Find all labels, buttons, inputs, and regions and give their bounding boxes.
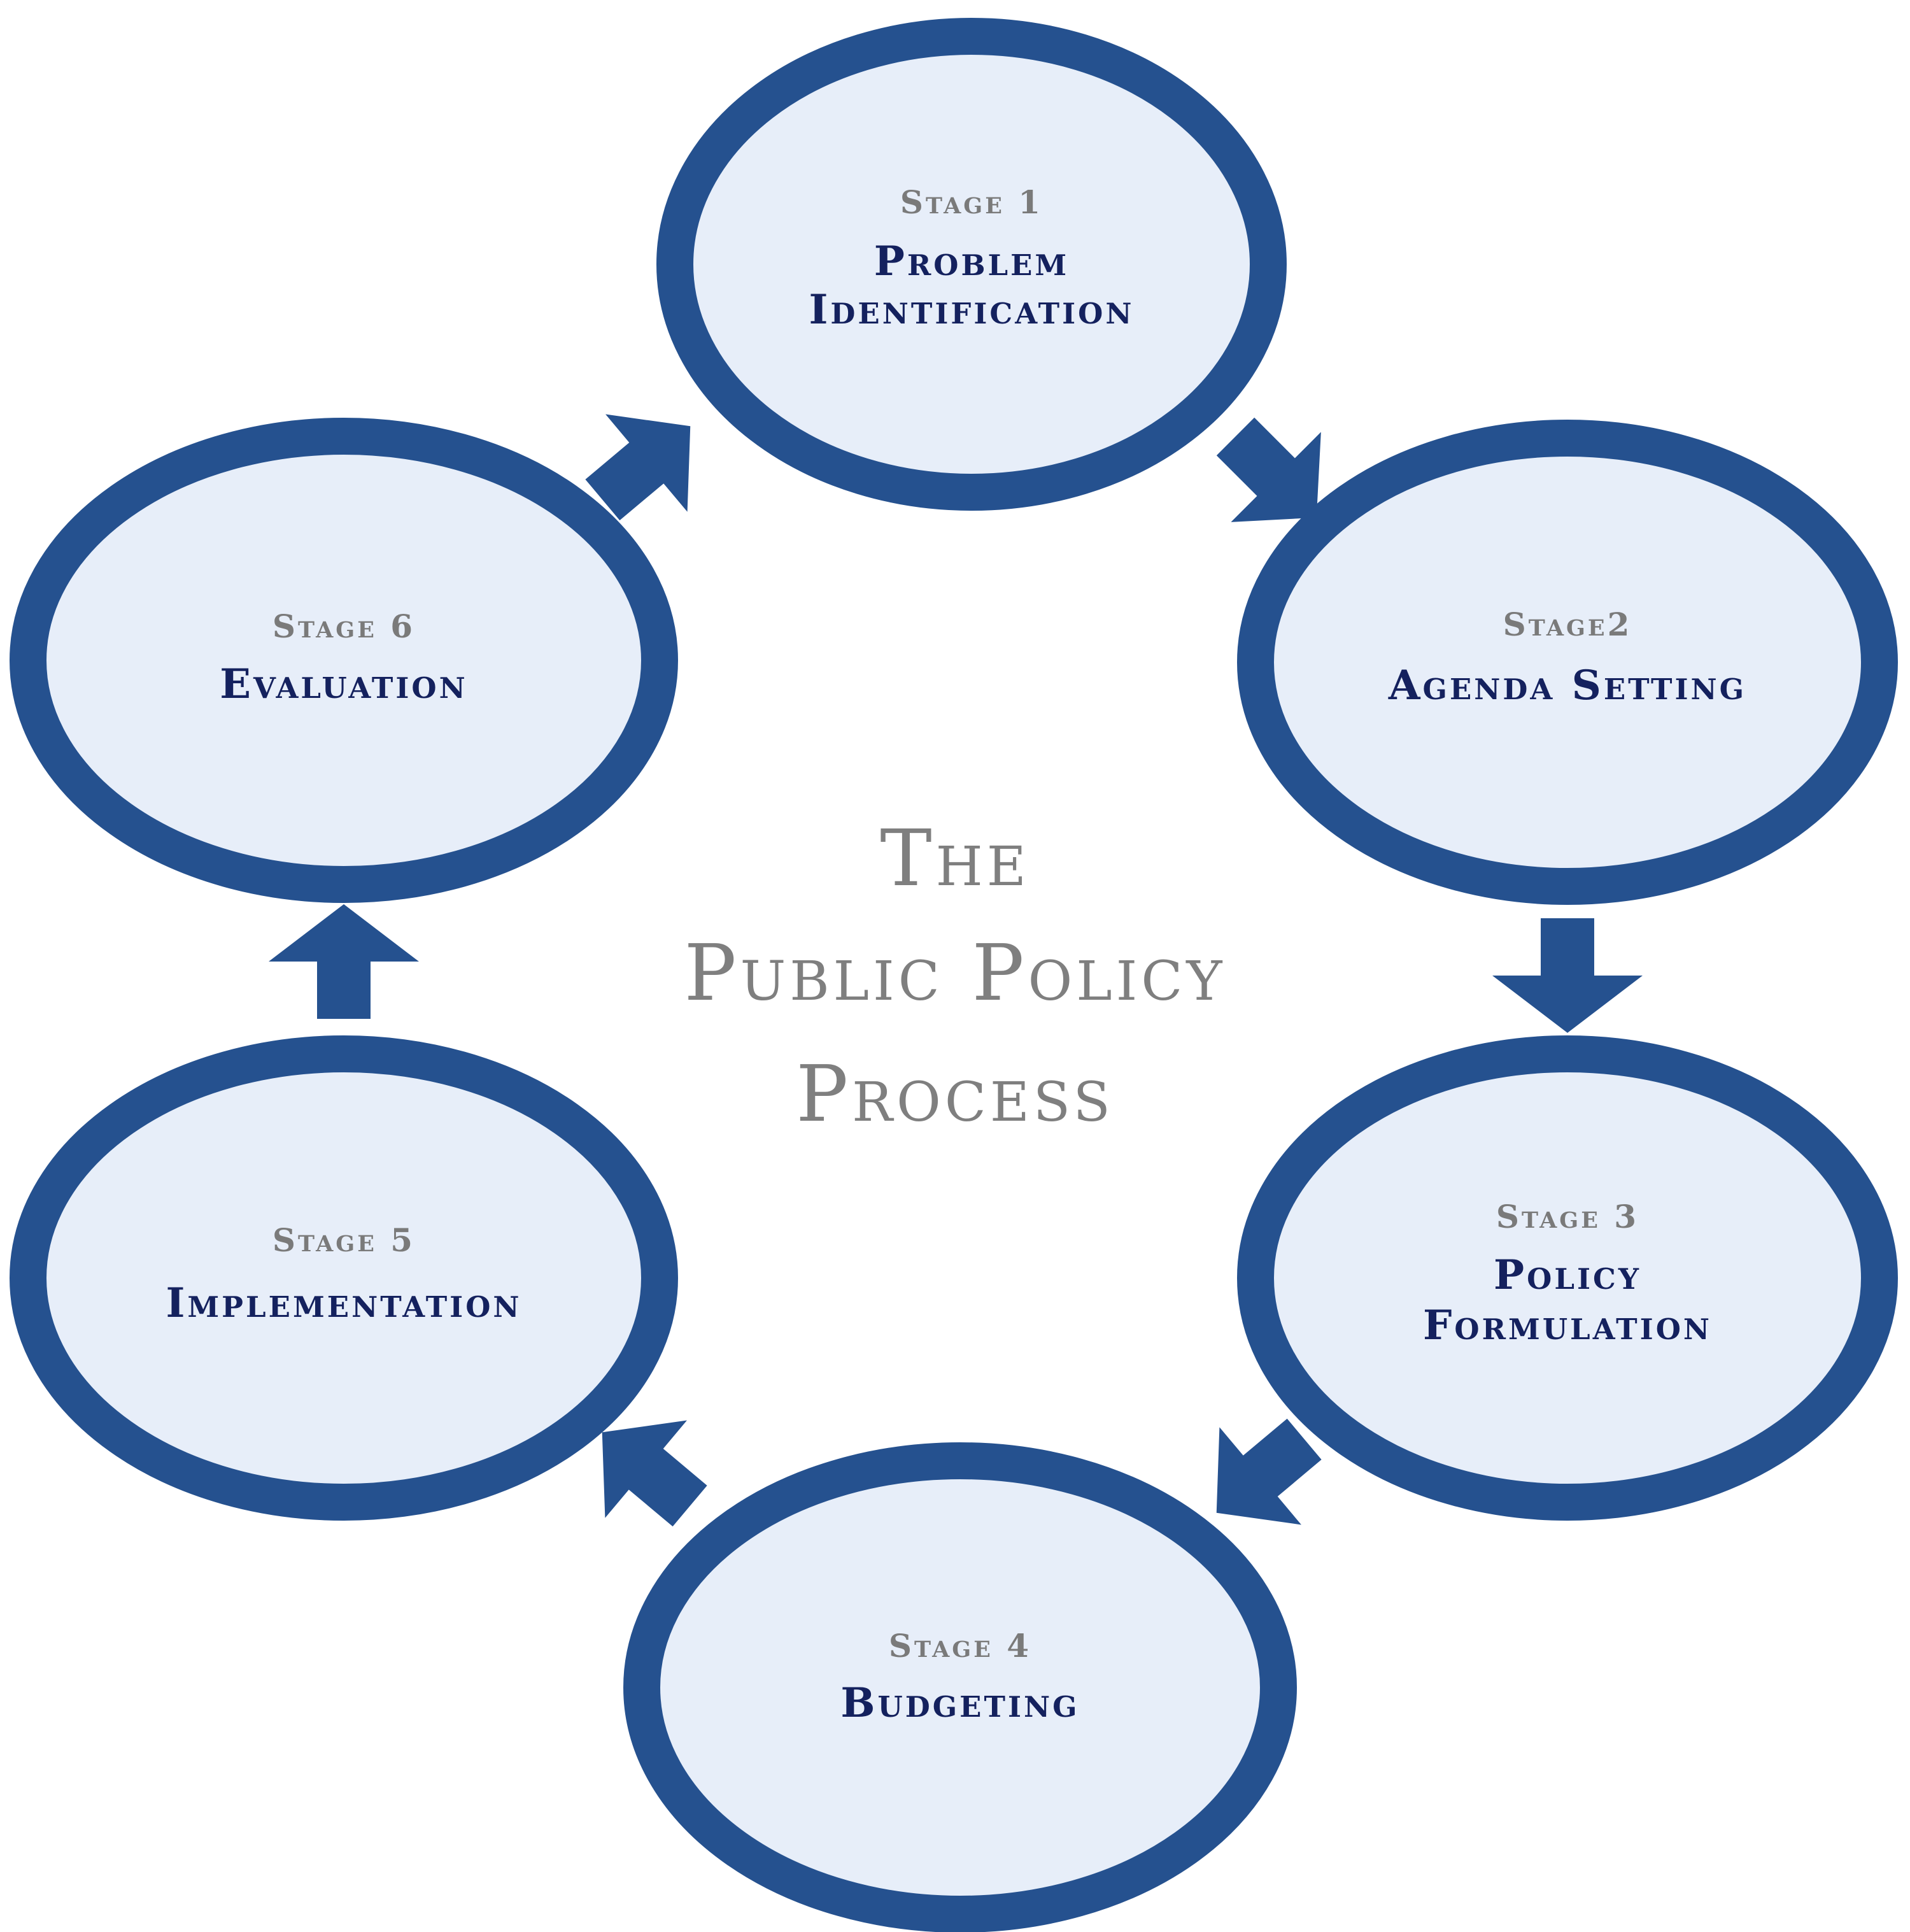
center-title: The Public Policy Process (684, 813, 1226, 1139)
stage-5-ring (10, 1035, 678, 1521)
stage-5-label: Stage 5 (272, 1221, 415, 1259)
stage-3-node: Stage 3 Policy Formulation (1237, 1035, 1898, 1521)
stage-4-node: Stage 4 Budgeting (623, 1442, 1297, 1932)
stage-1-name-line-2: Identification (809, 286, 1134, 334)
stage-6-ring (10, 418, 678, 903)
stage-3-ring (1237, 1035, 1898, 1521)
stage-1-label: Stage 1 (900, 183, 1043, 221)
stage-1-name-line-1: Problem (874, 238, 1070, 285)
title-line-2: Public Policy (684, 928, 1226, 1018)
stage-2-label: Stage2 (1503, 606, 1632, 643)
stage-4-ring (623, 1442, 1297, 1932)
stage-2-ring (1237, 420, 1898, 905)
stage-4-name-line-1: Budgeting (840, 1679, 1079, 1727)
stage-4-label: Stage 4 (889, 1627, 1031, 1665)
stage-6-node: Stage 6 Evaluation (10, 418, 678, 903)
stage-3-name-line-2: Formulation (1423, 1302, 1712, 1349)
stage-5-node: Stage 5 Implementation (10, 1035, 678, 1521)
stage-6-name-line-1: Evaluation (220, 660, 467, 708)
title-line-1: The (880, 813, 1030, 904)
stage-5-name-line-1: Implementation (166, 1279, 521, 1327)
stage-6-label: Stage 6 (272, 607, 415, 645)
stage-3-name-line-1: Policy (1494, 1251, 1641, 1299)
title-line-3: Process (796, 1049, 1114, 1139)
arrow-stage1-to-stage2 (1216, 417, 1321, 522)
arrow-stage3-to-stage4 (1216, 1418, 1322, 1525)
arrow-stage6-to-stage1-shape (585, 414, 691, 521)
stage-3-label: Stage 3 (1496, 1198, 1639, 1235)
stage-1-ring (656, 18, 1287, 511)
arrow-stage5-to-stage6 (269, 904, 419, 1019)
stage-1-node: Stage 1 Problem Identification (656, 18, 1287, 511)
arrow-stage4-to-stage5 (602, 1420, 707, 1527)
stage-2-name-line-1: Agenda Setting (1388, 662, 1746, 709)
stage-2-node: Stage2 Agenda Setting (1237, 420, 1898, 905)
arrow-stage2-to-stage3 (1492, 918, 1643, 1033)
arrows (269, 414, 1643, 1527)
